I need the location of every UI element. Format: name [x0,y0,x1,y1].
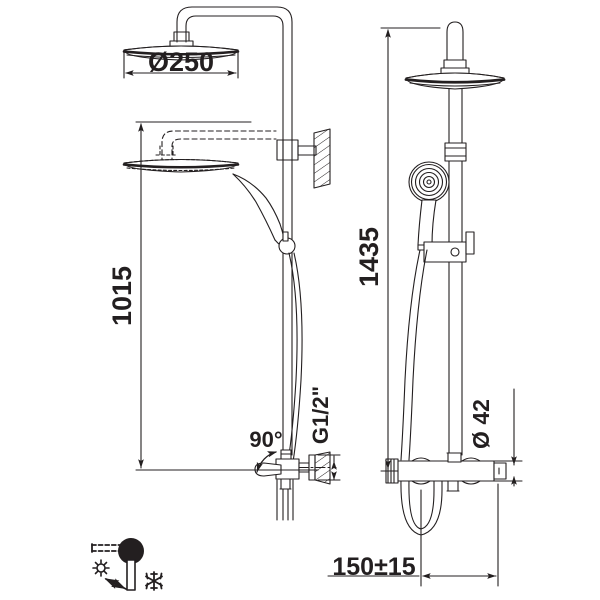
wall-inlet-side [298,451,337,485]
dim-label-overall-height: 1435 [354,227,384,287]
rain-shower-head [122,45,240,61]
rain-shower-head-front [404,72,506,90]
dim-inlet-thread [317,454,341,481]
slide-bar-holder [278,231,296,255]
dim-inlet-spacing [327,483,499,587]
slide-bar-holder-front [423,231,475,263]
wall-surface [313,128,331,189]
sun-icon [92,559,110,577]
side-view [122,6,341,521]
double-arrow-icon [104,578,127,590]
hand-shower-front [408,161,450,251]
phantom-head-connector [155,145,178,156]
hand-shower-side [232,173,287,249]
dim-label-head-diameter: Ø250 [148,47,214,77]
dim-label-swivel-angle: 90° [249,427,282,452]
dim-handshower-height [135,121,319,471]
swivel-angle-arc [256,451,278,473]
dim-label-inlet-spacing: 150±15 [332,553,415,581]
shower-hose-side [287,252,303,463]
shower-arm [176,6,293,161]
dim-bar-diameter [493,388,523,487]
dim-label-handshower-height: 1015 [107,266,137,326]
dim-label-bar-diameter: Ø 42 [468,399,494,449]
shower-hose-front [400,249,428,461]
wall-bracket [276,139,317,161]
mixer-stem-icon [126,559,136,591]
thermostatic-mixer-symbol [91,538,163,591]
arm-phantom-outline [161,130,277,164]
top-arm-front [440,21,470,75]
snowflake-icon [145,571,163,591]
dim-overall-height [380,27,441,472]
front-view [327,21,523,587]
dashed-pointer-icon [91,544,121,552]
dim-head-diameter [123,49,239,79]
riser-pipe [282,159,293,456]
dim-label-inlet-thread: G1/2" [308,386,333,444]
thermostatic-mixer-front [385,452,507,492]
mixer-knob-icon [118,538,144,564]
head-connector [169,31,194,48]
riser-coupler [444,142,467,162]
